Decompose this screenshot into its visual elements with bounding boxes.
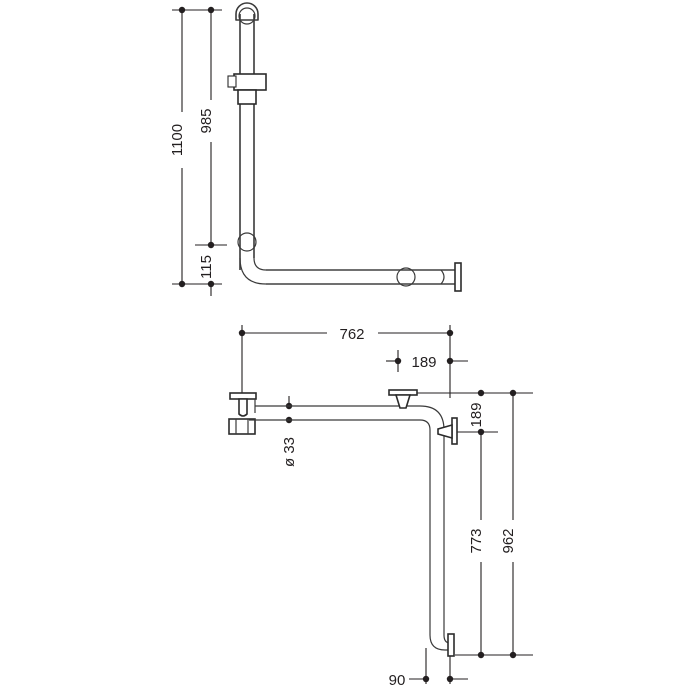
dim-985-label: 985: [198, 108, 215, 133]
dim-962-label: 962: [500, 528, 517, 553]
rail-elbow-outer: [239, 257, 455, 285]
wall-plate-front-right: [454, 262, 462, 292]
dim-762-dot-right: [446, 329, 454, 337]
dim-90-dot-right: [446, 675, 454, 683]
rail-elbow-inner: [253, 257, 455, 271]
dim-189r-dot-top: [477, 389, 485, 397]
dim-1100-dot-top: [178, 6, 186, 14]
rail-end-joint-curve: [440, 269, 445, 285]
shower-holder-assembly: [228, 392, 257, 435]
dim-962-dot-top: [509, 389, 517, 397]
dim-762-label: 762: [339, 326, 364, 343]
view-front-elevation: 1100 985 115: [169, 2, 462, 296]
wall-flange-front-horizontal: [396, 267, 416, 287]
dim-1100-label: 1100: [169, 124, 186, 156]
dim-115-label: 115: [198, 255, 215, 279]
wall-bracket-horizontal: [388, 389, 418, 409]
dim-90-label: 90: [389, 672, 406, 689]
wall-flange-front-vertical: [237, 232, 257, 252]
slider-clamp-lever: [227, 75, 237, 88]
rail-top-cap-inner: [238, 7, 256, 25]
slider-clamp-collar: [237, 89, 257, 105]
holder-top-plate: [229, 392, 257, 400]
dim-962-dot-bottom: [509, 651, 517, 659]
dim-773-dot-bottom: [477, 651, 485, 659]
grab-rail-plan: [228, 389, 458, 657]
wall-bracket-vertical: [437, 417, 458, 445]
dim-1100-dot-bottom: [178, 280, 186, 288]
dim-189t-label: 189: [411, 354, 436, 371]
bracket-v-stem: [437, 423, 453, 440]
dim-189t-dot-right: [446, 357, 454, 365]
dim-189r-label: 189: [468, 402, 485, 427]
rail-vertical-tube: [239, 14, 255, 270]
holder-stem: [238, 398, 248, 417]
holder-base-block: [228, 418, 256, 435]
dimension-group-189-top: 189: [386, 350, 468, 372]
dim-985-dot-top: [207, 6, 215, 14]
dim-189t-dot-left: [394, 357, 402, 365]
plan-rail-elbow-inner: [419, 419, 431, 635]
bracket-h-stem: [394, 394, 412, 409]
rail-top-cap: [235, 2, 259, 21]
wall-plate-plan-bottom: [447, 633, 455, 657]
dim-90-dot-left: [422, 675, 430, 683]
dim-d33-label: ø 33: [281, 437, 298, 467]
view-plan-side: 762 189 ø 33: [228, 325, 533, 689]
dim-773-label: 773: [468, 528, 485, 553]
dimension-group-front: 1100 985 115: [169, 6, 227, 296]
dimension-group-vertical-right: 189 773 962: [408, 389, 533, 659]
dim-762-dot-left: [238, 329, 246, 337]
slider-holder-front: [227, 73, 267, 105]
plan-rail-lower-elbow-inner: [429, 634, 450, 651]
slider-clamp-body: [233, 73, 267, 91]
dim-115-dot-top: [207, 241, 215, 249]
grab-rail-front: [235, 2, 462, 292]
